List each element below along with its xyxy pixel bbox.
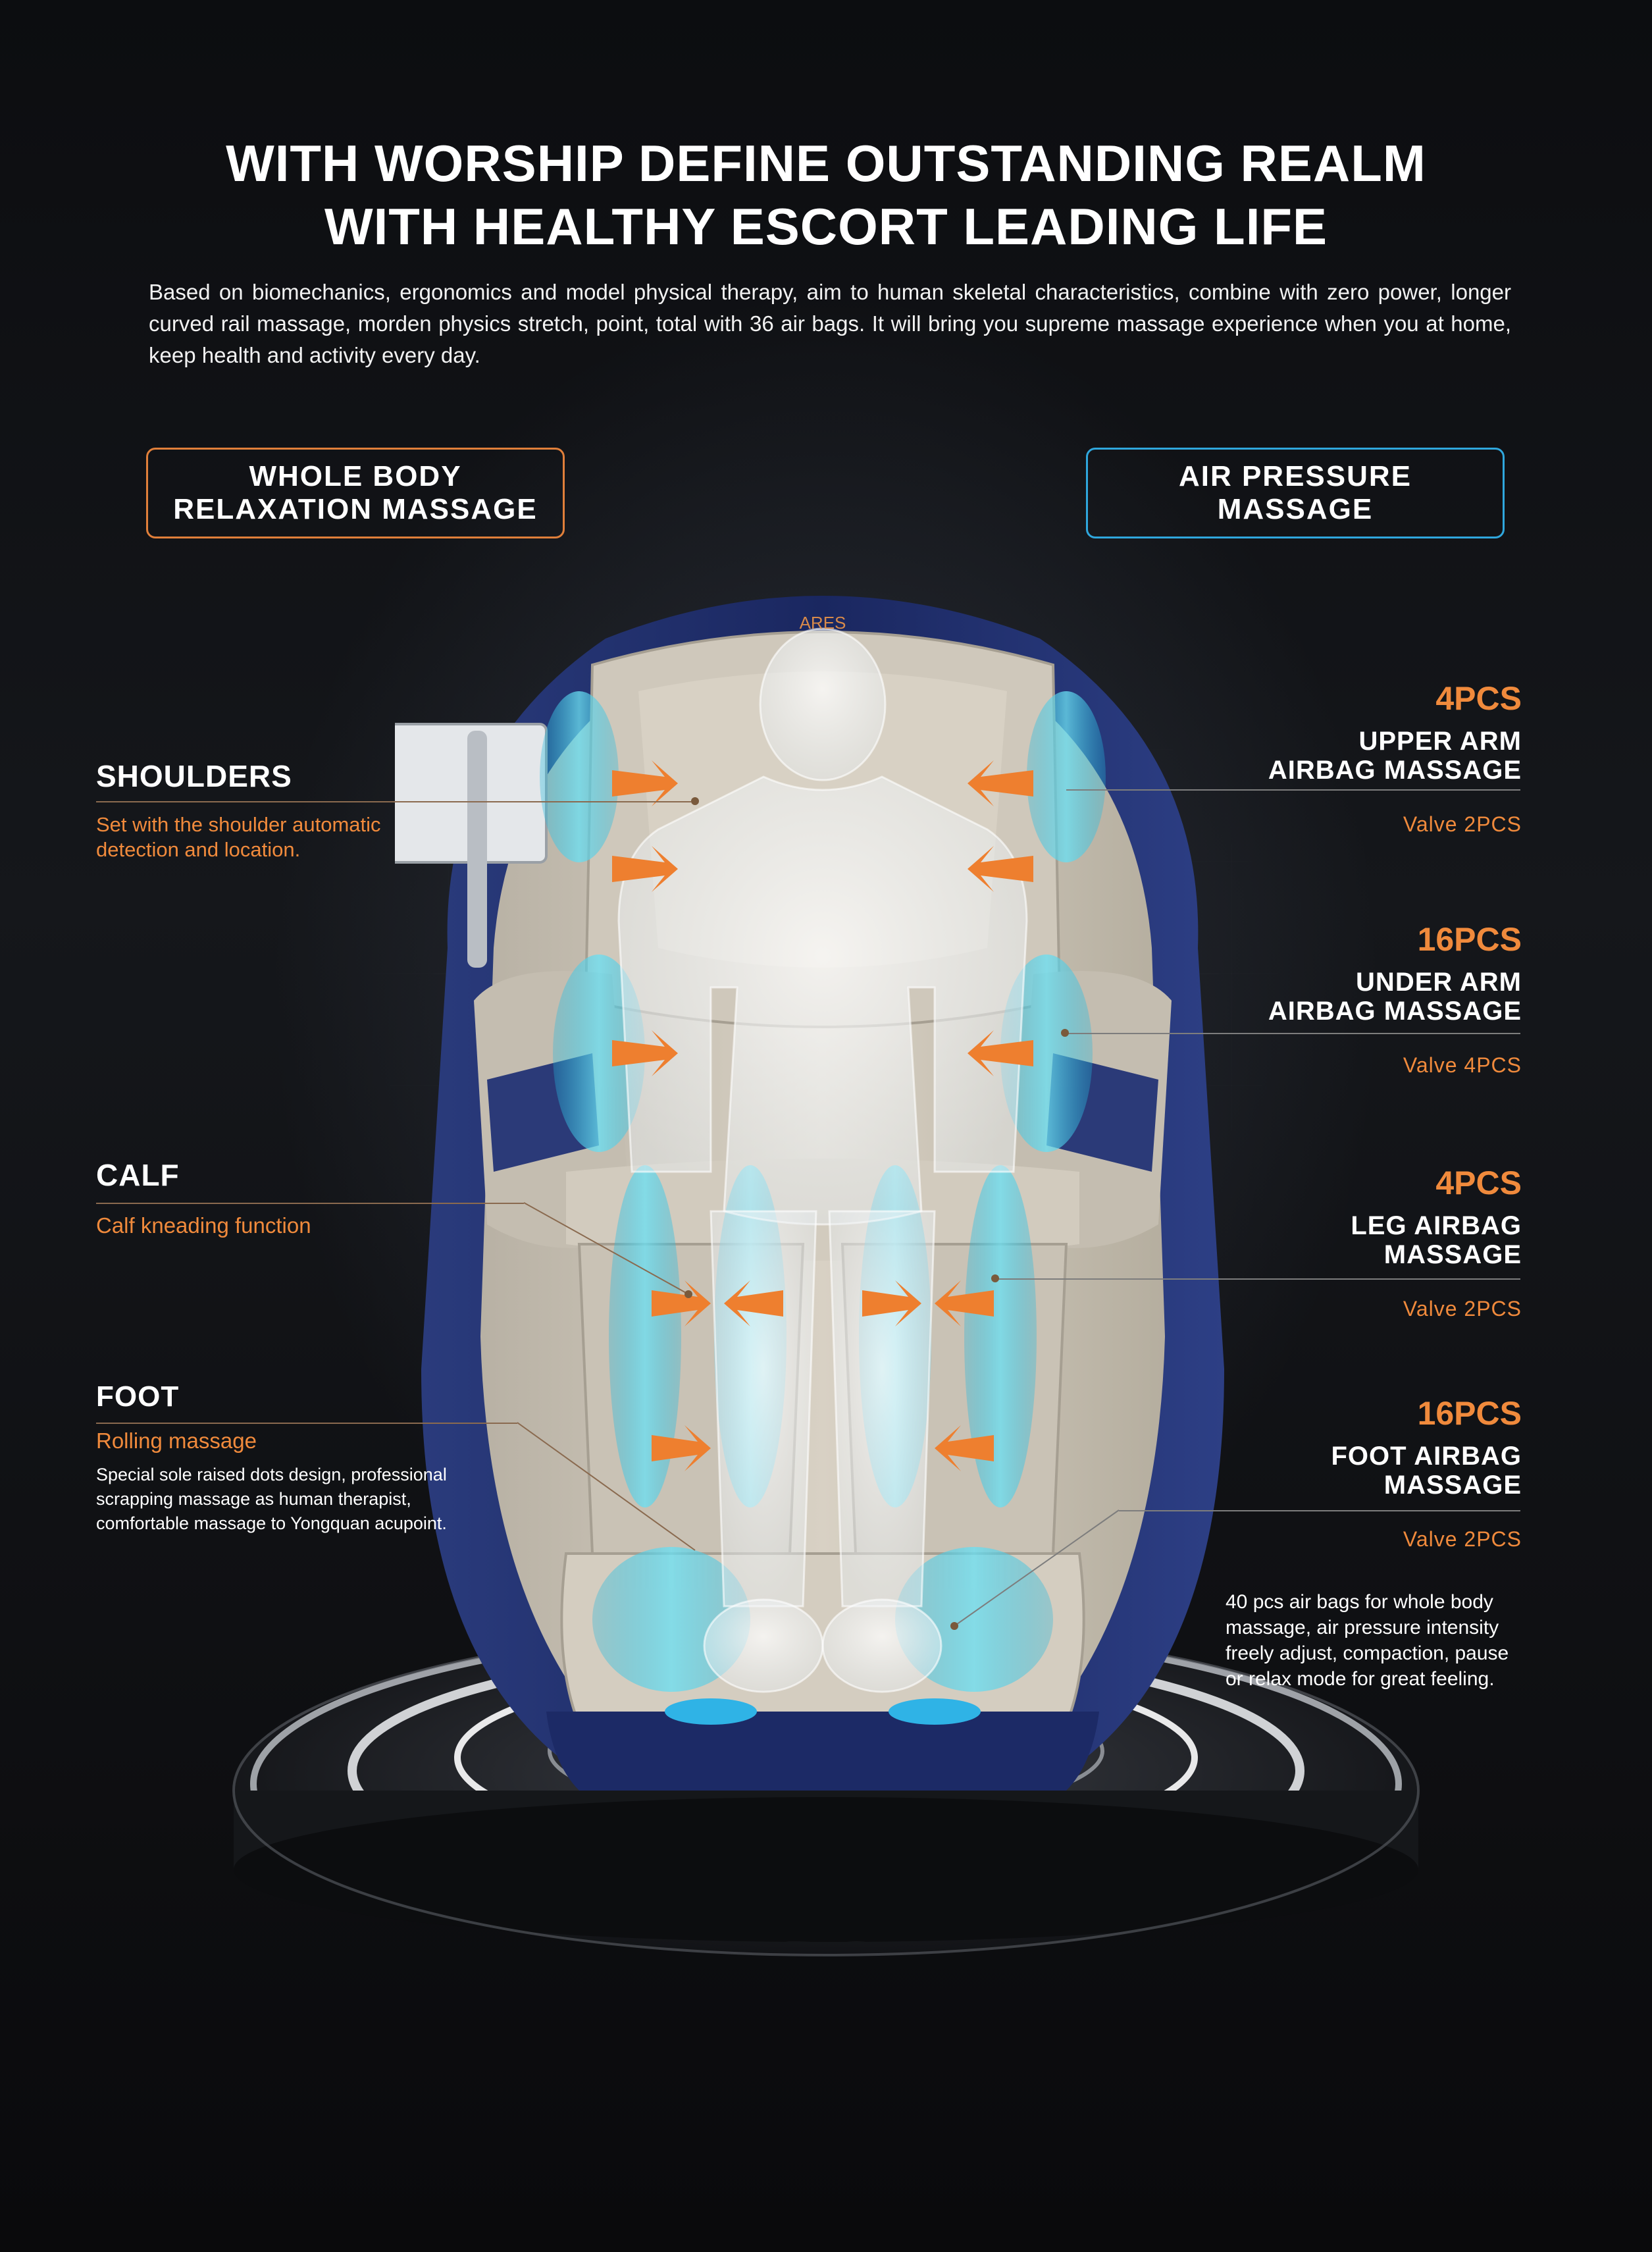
foot-subtitle: Rolling massage	[96, 1428, 257, 1453]
leg-leader-line	[995, 1278, 1520, 1280]
upper-arm-title-1: UPPER ARM	[1358, 727, 1522, 756]
intro-paragraph: Based on biomechanics, ergonomics and mo…	[149, 280, 1511, 367]
foot-leader-diagonal	[517, 1422, 696, 1551]
calf-description: Calf kneading function	[96, 1213, 311, 1238]
foot-title: FOOT	[96, 1380, 180, 1413]
shoulders-marker	[691, 797, 699, 805]
under-arm-marker	[1061, 1029, 1069, 1037]
air-pressure-badge-line-2: MASSAGE	[1217, 493, 1374, 525]
calf-leader-diagonal	[524, 1202, 692, 1298]
foot-airbag-valve: Valve 2PCS	[1403, 1527, 1522, 1551]
under-arm-pcs: 16PCS	[1417, 921, 1522, 958]
headline: WITH WORSHIP DEFINE OUTSTANDING REALM WI…	[0, 132, 1652, 258]
foot-airbag-leader-line	[1119, 1510, 1520, 1511]
shoulders-title: SHOULDERS	[96, 759, 292, 793]
foot-airbag-leader-diagonal	[950, 1509, 1120, 1630]
leg-valve: Valve 2PCS	[1403, 1297, 1522, 1321]
upper-arm-title-2: AIRBAG MASSAGE	[1268, 756, 1522, 785]
massage-chair-illustration: ARES	[395, 596, 1224, 1791]
footnote-line-3: freely adjust, compaction, pause	[1226, 1642, 1509, 1664]
shoulders-description: Set with the shoulder automatic detectio…	[96, 812, 381, 862]
calf-title: CALF	[96, 1158, 180, 1192]
upper-arm-pcs: 4PCS	[1435, 680, 1522, 717]
leg-airbag-block: 4PCS LEG AIRBAG MASSAGE Valve 2PCS	[1351, 1164, 1522, 1321]
shoulders-leader-line	[96, 801, 691, 802]
leg-marker	[991, 1274, 999, 1282]
shoulders-desc-line-2: detection and location.	[96, 838, 301, 861]
under-arm-title-1: UNDER ARM	[1356, 968, 1522, 997]
foot-leader-line	[96, 1423, 517, 1424]
airbag-footnote: 40 pcs air bags for whole body massage, …	[1226, 1589, 1509, 1692]
air-pressure-massage-badge: AIR PRESSURE MASSAGE	[1086, 448, 1505, 538]
whole-body-relaxation-badge: WHOLE BODY RELAXATION MASSAGE	[146, 448, 565, 538]
foot-desc-line-2: scrapping massage as human therapist,	[96, 1489, 411, 1509]
upper-arm-valve: Valve 2PCS	[1403, 812, 1522, 836]
leg-title-2: MASSAGE	[1383, 1240, 1522, 1269]
footnote-line-2: massage, air pressure intensity	[1226, 1617, 1499, 1638]
upper-arm-leader-line	[1066, 789, 1520, 791]
leg-title-1: LEG AIRBAG	[1351, 1211, 1522, 1240]
under-arm-valve: Valve 4PCS	[1403, 1053, 1522, 1077]
foot-description: Special sole raised dots design, profess…	[96, 1463, 447, 1536]
calf-leader-line	[96, 1203, 524, 1204]
whole-body-badge-line-2: RELAXATION MASSAGE	[173, 493, 538, 525]
air-pressure-badge-line-1: AIR PRESSURE	[1178, 460, 1412, 492]
foot-airbag-title-1: FOOT AIRBAG	[1331, 1442, 1522, 1471]
headline-line-2: WITH HEALTHY ESCORT LEADING LIFE	[324, 197, 1328, 255]
foot-desc-line-1: Special sole raised dots design, profess…	[96, 1465, 447, 1484]
shoulders-desc-line-1: Set with the shoulder automatic	[96, 813, 381, 836]
brand-mark: ARES	[800, 613, 846, 633]
footnote-line-1: 40 pcs air bags for whole body	[1226, 1591, 1493, 1613]
headline-line-1: WITH WORSHIP DEFINE OUTSTANDING REALM	[226, 134, 1426, 192]
foot-pcs: 16PCS	[1417, 1395, 1522, 1432]
leg-pcs: 4PCS	[1435, 1165, 1522, 1201]
foot-desc-line-3: comfortable massage to Yongquan acupoint…	[96, 1513, 447, 1533]
under-arm-leader-line	[1065, 1033, 1520, 1034]
whole-body-badge-line-1: WHOLE BODY	[249, 460, 462, 492]
footnote-line-4: or relax mode for great feeling.	[1226, 1668, 1495, 1690]
foot-airbag-block: 16PCS FOOT AIRBAG MASSAGE Valve 2PCS	[1331, 1394, 1522, 1552]
under-arm-title-2: AIRBAG MASSAGE	[1268, 997, 1522, 1026]
foot-airbag-title-2: MASSAGE	[1383, 1471, 1522, 1500]
upper-arm-airbag-block: 4PCS UPPER ARM AIRBAG MASSAGE Valve 2PCS	[1268, 679, 1522, 837]
under-arm-airbag-block: 16PCS UNDER ARM AIRBAG MASSAGE Valve 4PC…	[1268, 920, 1522, 1078]
